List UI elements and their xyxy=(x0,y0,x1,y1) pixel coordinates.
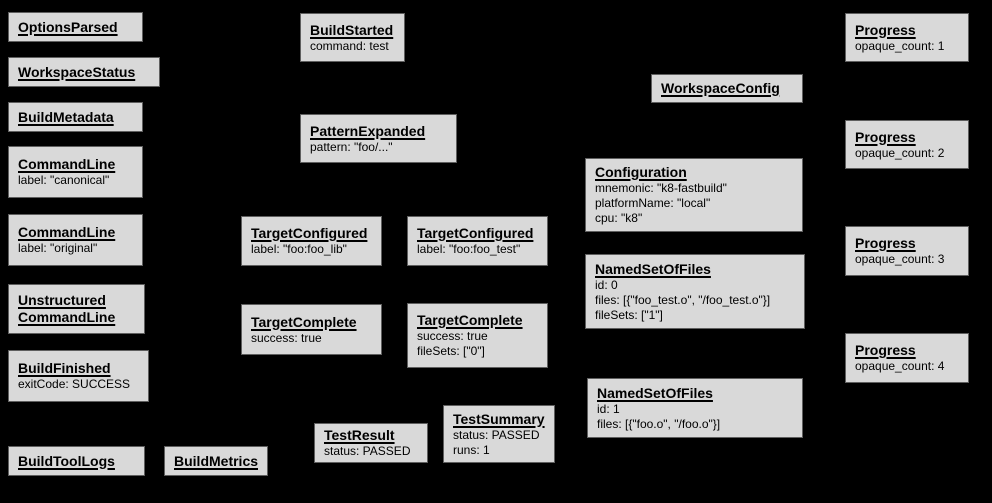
event-node-attribute: label: "canonical" xyxy=(18,173,110,187)
event-node-title: Progress xyxy=(855,342,916,358)
event-node-attribute: status: PASSED xyxy=(453,427,540,442)
event-node-attribute: fileSets: ["0"] xyxy=(417,344,485,358)
event-node-title: TestSummary xyxy=(453,410,545,427)
event-node-title: TargetConfigured xyxy=(251,225,368,241)
event-node-title: Configuration xyxy=(595,164,687,180)
event-node-attribute: fileSets: ["1"] xyxy=(595,307,663,322)
event-node-attribute: opaque_count: 3 xyxy=(855,252,945,266)
event-node-attribute: files: [{"foo_test.o", "/foo_test.o"}] xyxy=(595,292,771,307)
event-node-title: Progress xyxy=(855,128,916,145)
event-node-attribute: label: "original" xyxy=(18,241,98,255)
event-node-title: WorkspaceConfig xyxy=(661,80,780,96)
event-node-attribute: exitCode: SUCCESS xyxy=(18,377,131,391)
event-node-attribute: mnemonic: "k8-fastbuild" xyxy=(595,181,727,195)
event-node-build-metrics: BuildMetrics xyxy=(164,446,268,476)
event-node-title: OptionsParsed xyxy=(18,18,118,35)
event-node-title: NamedSetOfFiles xyxy=(597,384,713,401)
event-node-attribute: status: PASSED xyxy=(324,444,411,458)
event-node-title: Progress xyxy=(855,21,916,38)
event-node-options-parsed: OptionsParsed xyxy=(8,12,143,42)
event-node-title: TestResult xyxy=(324,427,395,443)
event-node-attribute: cpu: "k8" xyxy=(595,211,643,225)
event-node-attribute: success: true xyxy=(251,330,322,345)
event-node-attribute: label: "foo:foo_test" xyxy=(417,242,521,256)
event-node-attribute: platformName: "local" xyxy=(595,196,711,210)
event-node-title: BuildStarted xyxy=(310,21,394,38)
event-node-title: Unstructured xyxy=(18,292,106,308)
event-node-workspace-status: WorkspaceStatus xyxy=(8,57,160,87)
event-node-attribute: runs: 1 xyxy=(453,442,490,457)
event-node-workspace-config: WorkspaceConfig xyxy=(651,74,803,103)
event-node-title: CommandLine xyxy=(18,224,116,240)
event-node-attribute: pattern: "foo/..." xyxy=(310,139,393,154)
event-node-attribute: command: test xyxy=(310,38,389,53)
event-node-attribute: files: [{"foo.o", "/foo.o"}] xyxy=(597,416,721,431)
event-node-title: PatternExpanded xyxy=(310,122,426,139)
event-node-title: CommandLine xyxy=(18,309,116,325)
event-node-attribute: id: 1 xyxy=(597,401,620,416)
event-node-title: WorkspaceStatus xyxy=(18,63,136,80)
event-node-title: TargetComplete xyxy=(251,313,357,330)
event-node-title: CommandLine xyxy=(18,156,116,172)
event-node-build-tool-logs: BuildToolLogs xyxy=(8,446,145,476)
event-node-title: TargetConfigured xyxy=(417,225,534,241)
event-node-title: NamedSetOfFiles xyxy=(595,260,711,277)
event-node-build-metadata: BuildMetadata xyxy=(8,102,143,132)
event-node-attribute: opaque_count: 4 xyxy=(855,359,945,373)
event-node-title: BuildToolLogs xyxy=(18,452,115,469)
event-node-attribute: success: true xyxy=(417,329,488,343)
event-node-title: TargetComplete xyxy=(417,312,523,328)
event-node-attribute: opaque_count: 2 xyxy=(855,145,945,160)
event-node-title: Progress xyxy=(855,235,916,251)
event-node-attribute: opaque_count: 1 xyxy=(855,38,945,53)
event-node-attribute: label: "foo:foo_lib" xyxy=(251,242,347,256)
event-node-title: BuildMetrics xyxy=(174,452,259,469)
event-node-title: BuildFinished xyxy=(18,360,111,376)
event-node-attribute: id: 0 xyxy=(595,277,618,292)
event-node-title: BuildMetadata xyxy=(18,108,114,125)
